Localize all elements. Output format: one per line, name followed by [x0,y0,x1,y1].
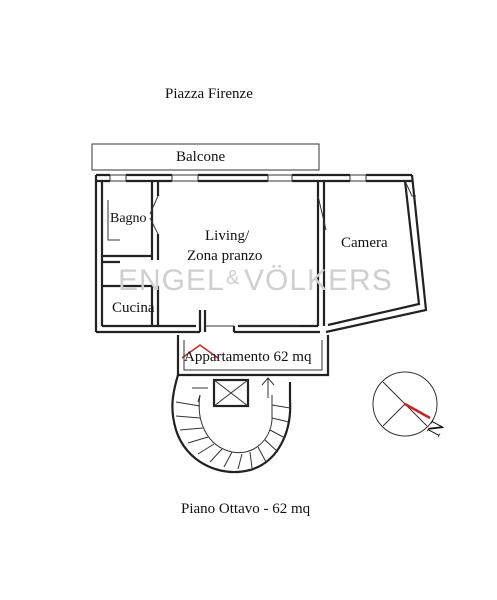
watermark-right: VÖLKERS [244,264,393,297]
room-label-bathroom: Bagno [110,211,147,226]
stairwell [171,374,292,474]
floor-label: Piano Ottavo - 62 mq [181,501,311,517]
compass: N [372,371,449,440]
street-label: Piazza Firenze [165,86,253,102]
room-label-living-2: Zona pranzo [187,248,262,264]
room-label-kitchen: Cucina [112,300,155,316]
room-label-bedroom: Camera [341,235,388,251]
compass-needle [404,402,431,420]
entry-marker [181,344,219,359]
balcony-label: Balcone [176,149,225,165]
watermark: ENGEL & VÖLKERS [118,264,393,297]
watermark-left: ENGEL [118,264,225,297]
outer-walls [94,173,428,334]
apartment-label: Appartamento 62 mq [184,349,312,365]
north-label: N [423,417,449,440]
doors [149,195,327,327]
stair-treads [175,401,291,470]
watermark-amp: & [226,267,240,289]
balcony: Balcone [91,143,320,171]
room-label-living-1: Living/ [205,228,250,244]
common-area: Appartamento 62 mq [176,335,330,377]
interior-walls [102,181,326,332]
